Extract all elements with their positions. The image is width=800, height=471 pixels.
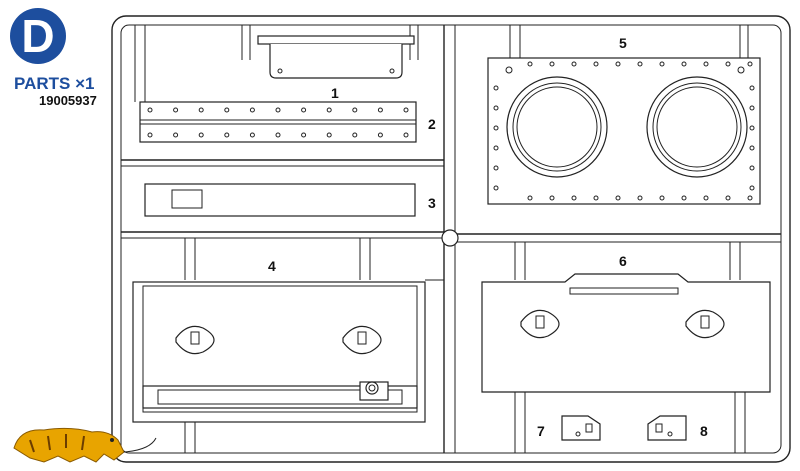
rivet-hole — [493, 165, 499, 171]
rivet-hole — [224, 132, 230, 138]
part-3-drawing — [144, 183, 416, 217]
rivet-hole — [493, 145, 499, 151]
part-4-drawing — [132, 281, 426, 423]
part-number-4: 4 — [268, 258, 276, 274]
rivet-hole — [403, 132, 409, 138]
part-number-5: 5 — [619, 35, 627, 51]
part-6-drawing — [481, 273, 771, 393]
rivet-hole — [637, 61, 643, 67]
rivet-hole — [326, 132, 332, 138]
sprue-frame — [111, 15, 791, 463]
part-8-drawing — [647, 415, 687, 441]
rivet-hole — [593, 195, 599, 201]
rivet-hole — [147, 107, 153, 113]
rivet-hole — [749, 125, 755, 131]
sprue-letter-badge: D — [10, 8, 66, 64]
rivet-hole — [173, 132, 179, 138]
rivet-hole — [725, 61, 731, 67]
rivet-hole — [637, 195, 643, 201]
part-number-6: 6 — [619, 253, 627, 269]
part-number-2: 2 — [428, 116, 436, 132]
rivet-hole — [571, 195, 577, 201]
rivet-hole — [725, 195, 731, 201]
rivet-hole — [249, 107, 255, 113]
part-1-drawing — [257, 35, 415, 79]
rivet-hole — [659, 195, 665, 201]
part-number-3: 3 — [428, 195, 436, 211]
rivet-hole — [615, 195, 621, 201]
rivet-hole — [493, 185, 499, 191]
part-5-drawing — [487, 57, 761, 205]
rivet-hole — [352, 107, 358, 113]
rivet-hole — [275, 107, 281, 113]
rivet-hole — [549, 61, 555, 67]
part-7-drawing — [561, 415, 601, 441]
rivet-hole — [275, 132, 281, 138]
sheet-code: 19005937 — [39, 93, 97, 108]
rivet-hole — [681, 61, 687, 67]
rivet-hole — [301, 132, 307, 138]
sprue-frame-inner — [120, 24, 782, 454]
rivet-hole — [749, 105, 755, 111]
rivet-hole — [301, 107, 307, 113]
rivet-hole — [527, 195, 533, 201]
rivet-hole — [703, 195, 709, 201]
part-2-drawing — [139, 101, 417, 143]
rivet-hole — [493, 125, 499, 131]
part-number-7: 7 — [537, 423, 545, 439]
rivet-hole — [249, 132, 255, 138]
rivet-hole — [549, 195, 555, 201]
rivet-hole — [377, 107, 383, 113]
rivet-hole — [493, 85, 499, 91]
tamiya-tiger-logo-icon — [13, 427, 157, 463]
part-number-8: 8 — [700, 423, 708, 439]
rivet-hole — [749, 85, 755, 91]
rivet-hole — [377, 132, 383, 138]
rivet-hole — [224, 107, 230, 113]
rivet-hole — [571, 61, 577, 67]
rivet-hole — [703, 61, 709, 67]
rivet-hole — [326, 107, 332, 113]
rivet-hole — [403, 107, 409, 113]
rivet-hole — [593, 61, 599, 67]
rivet-hole — [198, 132, 204, 138]
rivet-hole — [493, 105, 499, 111]
rivet-hole — [615, 61, 621, 67]
sprue-runners — [121, 25, 781, 453]
rivet-hole — [749, 185, 755, 191]
sprue-letter: D — [21, 10, 55, 62]
rivet-hole — [749, 165, 755, 171]
rivet-hole — [147, 132, 153, 138]
rivet-hole — [747, 195, 753, 201]
rivet-hole — [749, 145, 755, 151]
rivet-hole — [173, 107, 179, 113]
rivet-hole — [681, 195, 687, 201]
rivet-hole — [527, 61, 533, 67]
parts-quantity-label: PARTS ×1 — [14, 74, 95, 93]
rivet-hole — [747, 61, 753, 67]
rivet-hole — [198, 107, 204, 113]
part-number-1: 1 — [331, 85, 339, 101]
rivet-hole — [659, 61, 665, 67]
rivet-hole — [352, 132, 358, 138]
